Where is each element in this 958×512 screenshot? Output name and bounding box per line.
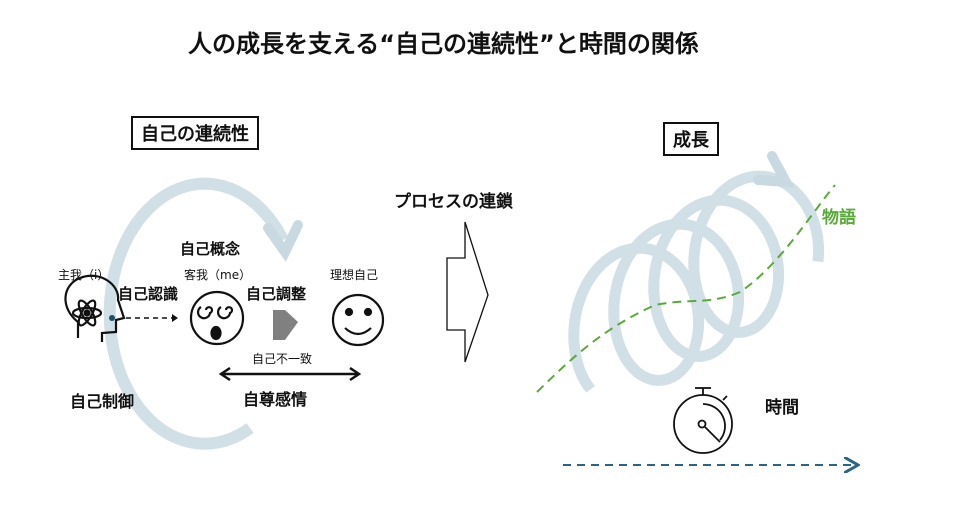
continuity-label-box: 自己の連続性 bbox=[131, 116, 259, 150]
process-chain-label: プロセスの連鎖 bbox=[394, 192, 513, 212]
story-curve bbox=[536, 184, 836, 393]
cycle-arrowhead bbox=[263, 220, 303, 262]
process-chain-arrow bbox=[446, 221, 489, 363]
self-adjustment-label: 自己調整 bbox=[246, 285, 307, 303]
spiral-arrowhead bbox=[753, 151, 795, 188]
head-with-atom-icon bbox=[64, 274, 126, 342]
dizzy-face-icon bbox=[189, 290, 245, 346]
stopwatch-icon bbox=[673, 387, 733, 454]
ideal-self-label: 理想自己 bbox=[330, 268, 379, 282]
self-awareness-label: 自己認識 bbox=[118, 285, 179, 303]
growth-spiral bbox=[568, 170, 825, 393]
self-discrepancy-label: 自己不一致 bbox=[252, 352, 313, 366]
time-label: 時間 bbox=[765, 398, 799, 418]
self-concept-label: 自己概念 bbox=[180, 240, 241, 258]
adjustment-arrow-icon bbox=[273, 310, 298, 340]
self-esteem-label: 自尊感情 bbox=[243, 390, 308, 409]
smiley-face-icon bbox=[331, 293, 385, 347]
subject-i-label: 主我（i） bbox=[58, 268, 110, 282]
story-label: 物語 bbox=[822, 208, 856, 228]
growth-label-box: 成長 bbox=[663, 122, 719, 156]
self-control-label: 自己制御 bbox=[70, 392, 135, 411]
eye-dot-icon bbox=[109, 315, 115, 321]
page-title: 人の成長を支える“自己の連続性”と時間の関係 bbox=[188, 30, 699, 58]
discrepancy-double-arrow bbox=[218, 366, 362, 382]
object-me-label: 客我（me） bbox=[184, 268, 252, 282]
